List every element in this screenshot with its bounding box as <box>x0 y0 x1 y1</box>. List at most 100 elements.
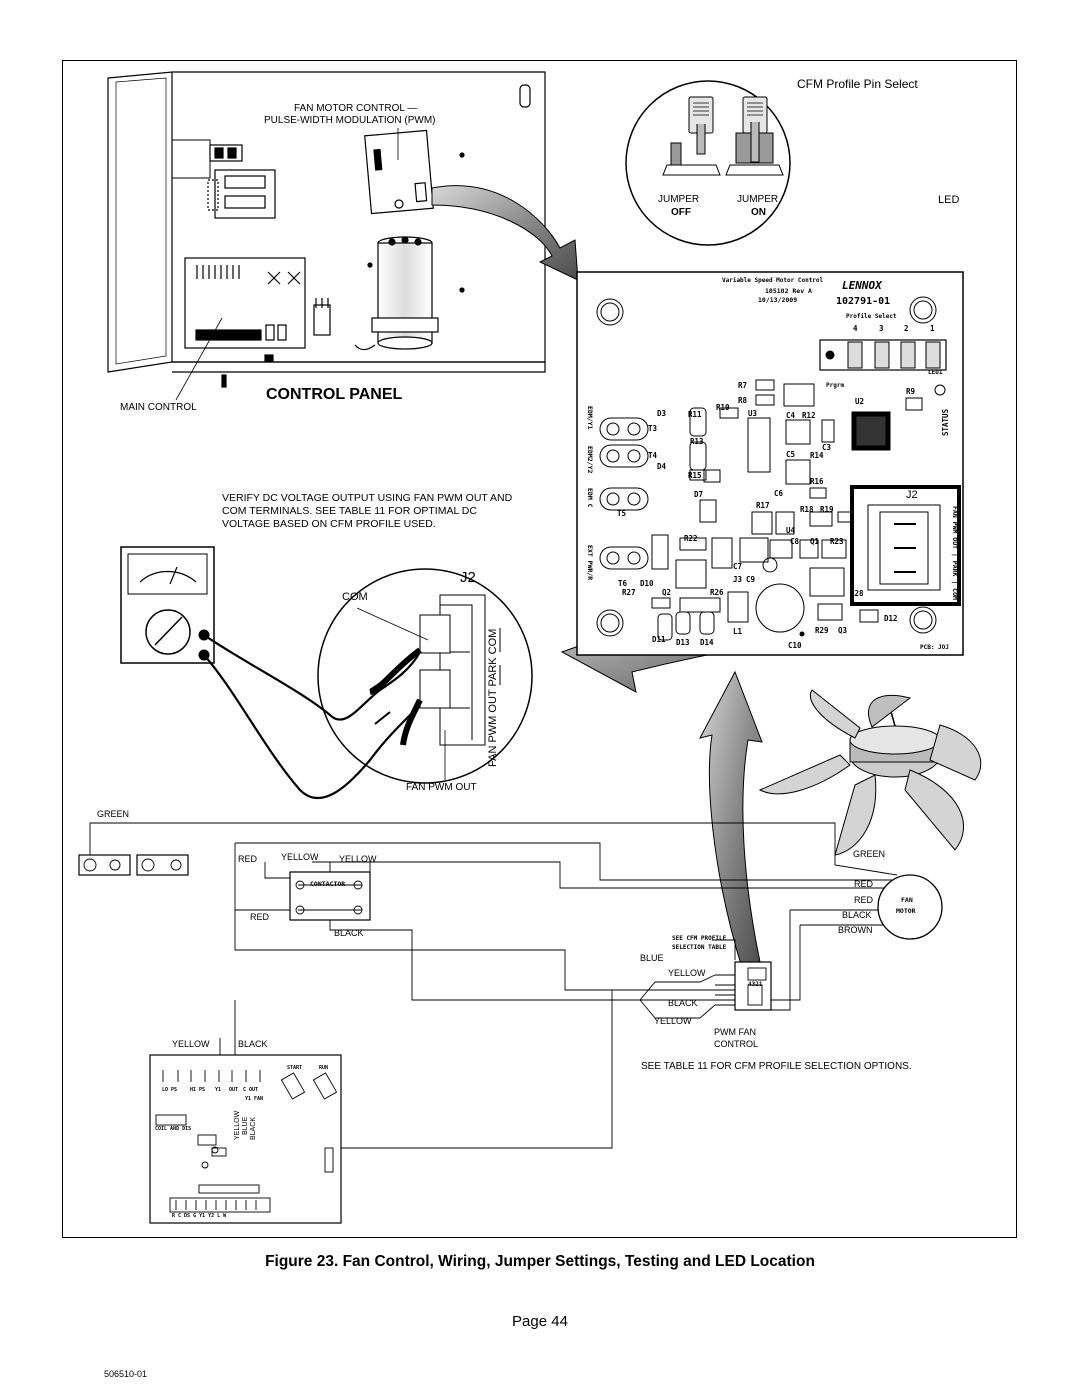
pcb-code: PCB: JOJ <box>920 644 949 651</box>
main-board-bottom-terminals: R C DS G Y1 Y2 L W <box>172 1213 227 1219</box>
meter-lead-com <box>203 634 421 721</box>
pcb-led1: LED1 <box>928 369 943 376</box>
pcb-component-label: C10 <box>788 641 802 650</box>
pcb-component-label: C6 <box>774 489 784 498</box>
pcb-component-label: D10 <box>640 579 654 588</box>
pwm-pins-label: 4321 <box>748 981 763 988</box>
verify-note-line1: VERIFY DC VOLTAGE OUTPUT USING FAN PWM O… <box>222 492 513 504</box>
pcb-component-label: R23 <box>830 537 844 546</box>
pcb-component-label: R27 <box>622 588 636 597</box>
pcb-component-label: R18 <box>800 505 814 514</box>
wire-red-label: RED <box>250 912 270 922</box>
fan-motor-control-pwm-label: PULSE-WIDTH MODULATION (PWM) <box>264 115 436 126</box>
pcb-brand: LENNOX <box>842 279 882 292</box>
figure-caption: Figure 23. Fan Control, Wiring, Jumper S… <box>265 1253 815 1270</box>
wire-red-label: RED <box>238 854 258 864</box>
figure-frame <box>62 60 1017 1238</box>
pcb-pin-2: 2 <box>904 324 909 333</box>
pcb-component-label: R28 <box>850 589 864 598</box>
pcb-component-label: D12 <box>884 614 898 623</box>
cfm-profile-pin-select-label: CFM Profile Pin Select <box>797 77 918 91</box>
pcb-component-label: D4 <box>657 462 667 471</box>
pcb-component-label: R22 <box>684 534 698 543</box>
contactor-label: CONTACTOR <box>310 880 346 888</box>
wire-yellow-label: YELLOW <box>281 852 319 862</box>
control-panel-chassis <box>107 71 546 388</box>
pcb-component-label: R13 <box>690 437 704 446</box>
pcb-component-label: R10 <box>716 403 730 412</box>
pcb-component-label: R14 <box>810 451 824 460</box>
meter-lead-pwm <box>203 654 421 800</box>
wire-brown-motor-label: BROWN <box>838 925 873 935</box>
main-board-terminal: HI PS <box>190 1087 206 1093</box>
pcb-edm-c: EDM C <box>586 488 594 508</box>
pcb-rev: 105102 Rev A <box>765 287 812 295</box>
pcb-status: STATUS <box>941 408 950 436</box>
pcb-pin-4: 4 <box>853 324 858 333</box>
main-board-terminal: Y1 <box>215 1087 222 1093</box>
wire-red-motor-label: RED <box>854 895 874 905</box>
pcb-component-label: R29 <box>815 626 829 635</box>
pcb-component-label: C7 <box>733 562 743 571</box>
pcb-component-label: U2 <box>855 397 865 406</box>
fan-motor-label-line2: MOTOR <box>896 907 916 915</box>
jumper-off-label: JUMPER <box>658 194 700 205</box>
pcb-edm-y1: EDM/Y1 <box>586 406 594 430</box>
pcb-title: Variable Speed Motor Control <box>722 277 824 284</box>
wire-red-motor-label: RED <box>854 879 874 889</box>
pcb-profile-select: Profile Select <box>846 313 897 320</box>
pcb-component-label: R12 <box>802 411 816 420</box>
pcb-component-label: J3 <box>733 575 743 584</box>
pcb-component-label: Q3 <box>838 626 848 635</box>
pcb-component-label: T5 <box>617 509 627 518</box>
see-table-note: SEE TABLE 11 FOR CFM PROFILE SELECTION O… <box>641 1061 912 1072</box>
pcb-component-label: Prgrm <box>826 382 845 389</box>
main-board-terminal: C OUT <box>243 1087 259 1093</box>
fan-motor-control-label: FAN MOTOR CONTROL — <box>294 103 418 114</box>
pcb-part-number: 102791-01 <box>836 296 891 307</box>
pcb-pin-1: 1 <box>930 324 935 333</box>
wire-black-vertical-label: BLACK <box>250 1117 257 1140</box>
wiring-lines <box>78 822 943 1224</box>
main-board-fan-label: Y1 FAN <box>245 1096 264 1102</box>
pcb-component-label: D13 <box>676 638 690 647</box>
wire-black-label: BLACK <box>334 928 364 938</box>
pcb-j2: J2 <box>906 489 918 501</box>
pcb-component-label: D14 <box>700 638 714 647</box>
pcb-component-label: R16 <box>810 477 824 486</box>
fan-motor-label: FAN <box>901 896 913 904</box>
pcb-component-label: C9 <box>746 575 756 584</box>
page-number: Page 44 <box>512 1313 568 1330</box>
pcb-component-label: R19 <box>820 505 834 514</box>
com-detail-label: COM <box>342 591 368 603</box>
main-board-coil-label: COIL AND DIS <box>155 1126 192 1132</box>
wire-blue-vertical-label: BLUE <box>242 1116 249 1135</box>
control-board-pcb <box>576 271 964 656</box>
j2-pins-vertical-label: FAN PWM OUT PARK COM <box>487 628 499 767</box>
wire-blue-label: BLUE <box>640 953 664 963</box>
pcb-component-label: R17 <box>756 501 770 510</box>
pcb-ext-pwr: EXT PWR/R <box>586 545 594 581</box>
main-board-run-label: RUN <box>319 1065 329 1071</box>
pcb-edm2-y2: EDM2/Y2 <box>586 446 594 474</box>
wire-yellow-label: YELLOW <box>654 1016 692 1026</box>
main-control-label: MAIN CONTROL <box>120 402 197 413</box>
control-panel-label: CONTROL PANEL <box>266 386 403 403</box>
fan-pwm-out-detail-label: FAN PWM OUT <box>406 782 477 793</box>
pcb-component-label: Q1 <box>810 537 820 546</box>
pcb-component-label: D3 <box>657 409 667 418</box>
pcb-component-label: T3 <box>648 424 658 433</box>
jumper-detail <box>625 80 791 246</box>
arrow-to-pcb <box>431 185 579 281</box>
verify-note-line2: COM TERMINALS. SEE TABLE 11 FOR OPTIMAL … <box>222 505 477 517</box>
pwm-fan-control-label-line2: CONTROL <box>714 1039 759 1049</box>
pcb-component-label: R9 <box>906 387 916 396</box>
wire-green-motor-label: GREEN <box>853 849 886 859</box>
pcb-component-label: Q2 <box>662 588 672 597</box>
pcb-component-label: R8 <box>738 396 748 405</box>
pcb-component-label: U4 <box>786 526 796 535</box>
verify-note-line3: VOLTAGE BASED ON CFM PROFILE USED. <box>222 518 436 530</box>
main-board-start-label: START <box>287 1065 303 1071</box>
jumper-on-label: JUMPER <box>737 194 779 205</box>
